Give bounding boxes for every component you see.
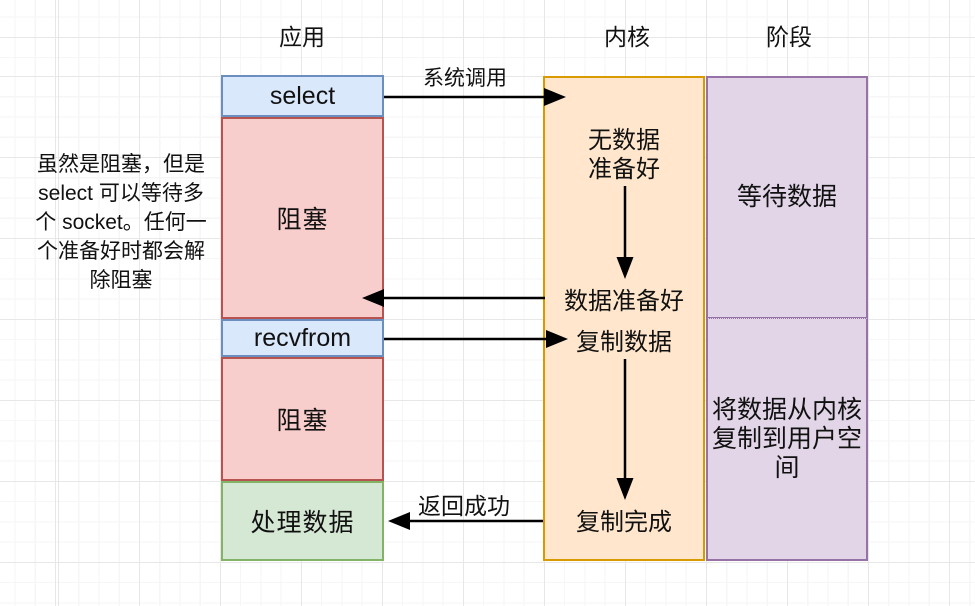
select-box: select — [221, 75, 384, 117]
process-data-box: 处理数据 — [221, 481, 384, 561]
process-data-box-label: 处理数据 — [250, 509, 355, 537]
stage-copy-to-user-box: 将数据从内核 复制到用户空 间 — [706, 318, 868, 561]
blocking-box-2: 阻塞 — [221, 357, 384, 481]
column-header-app: 应用 — [279, 24, 325, 50]
syscall-arrow-label: 系统调用 — [423, 67, 507, 90]
stage-copy-to-user-label: 将数据从内核 复制到用户空 间 — [711, 395, 862, 482]
blocking-box-1: 阻塞 — [221, 117, 384, 319]
column-header-kernel: 内核 — [604, 24, 650, 50]
stage-wait-data-label: 等待数据 — [736, 183, 837, 211]
blocking-box-1-label: 阻塞 — [276, 206, 329, 234]
blocking-box-2-label: 阻塞 — [276, 407, 329, 435]
recvfrom-box: recvfrom — [221, 319, 384, 357]
return-success-arrow-label: 返回成功 — [418, 493, 510, 519]
kernel-copy-done-text: 复制完成 — [576, 509, 672, 536]
kernel-no-data-ready-text: 无数据 准备好 — [588, 127, 660, 183]
side-note: 虽然是阻塞，但是 select 可以等待多 个 socket。任何一 个准备好时… — [35, 153, 207, 292]
stage-wait-data-box: 等待数据 — [706, 76, 868, 318]
recvfrom-box-label: recvfrom — [253, 323, 352, 352]
recvfrom-copy-arrow — [384, 330, 568, 348]
data-ready-return-arrow — [362, 289, 545, 307]
select-box-label: select — [269, 81, 336, 110]
kernel-data-ready-text: 数据准备好 — [564, 288, 684, 315]
kernel-copy-data-text: 复制数据 — [576, 329, 672, 356]
column-header-stage: 阶段 — [766, 24, 812, 50]
